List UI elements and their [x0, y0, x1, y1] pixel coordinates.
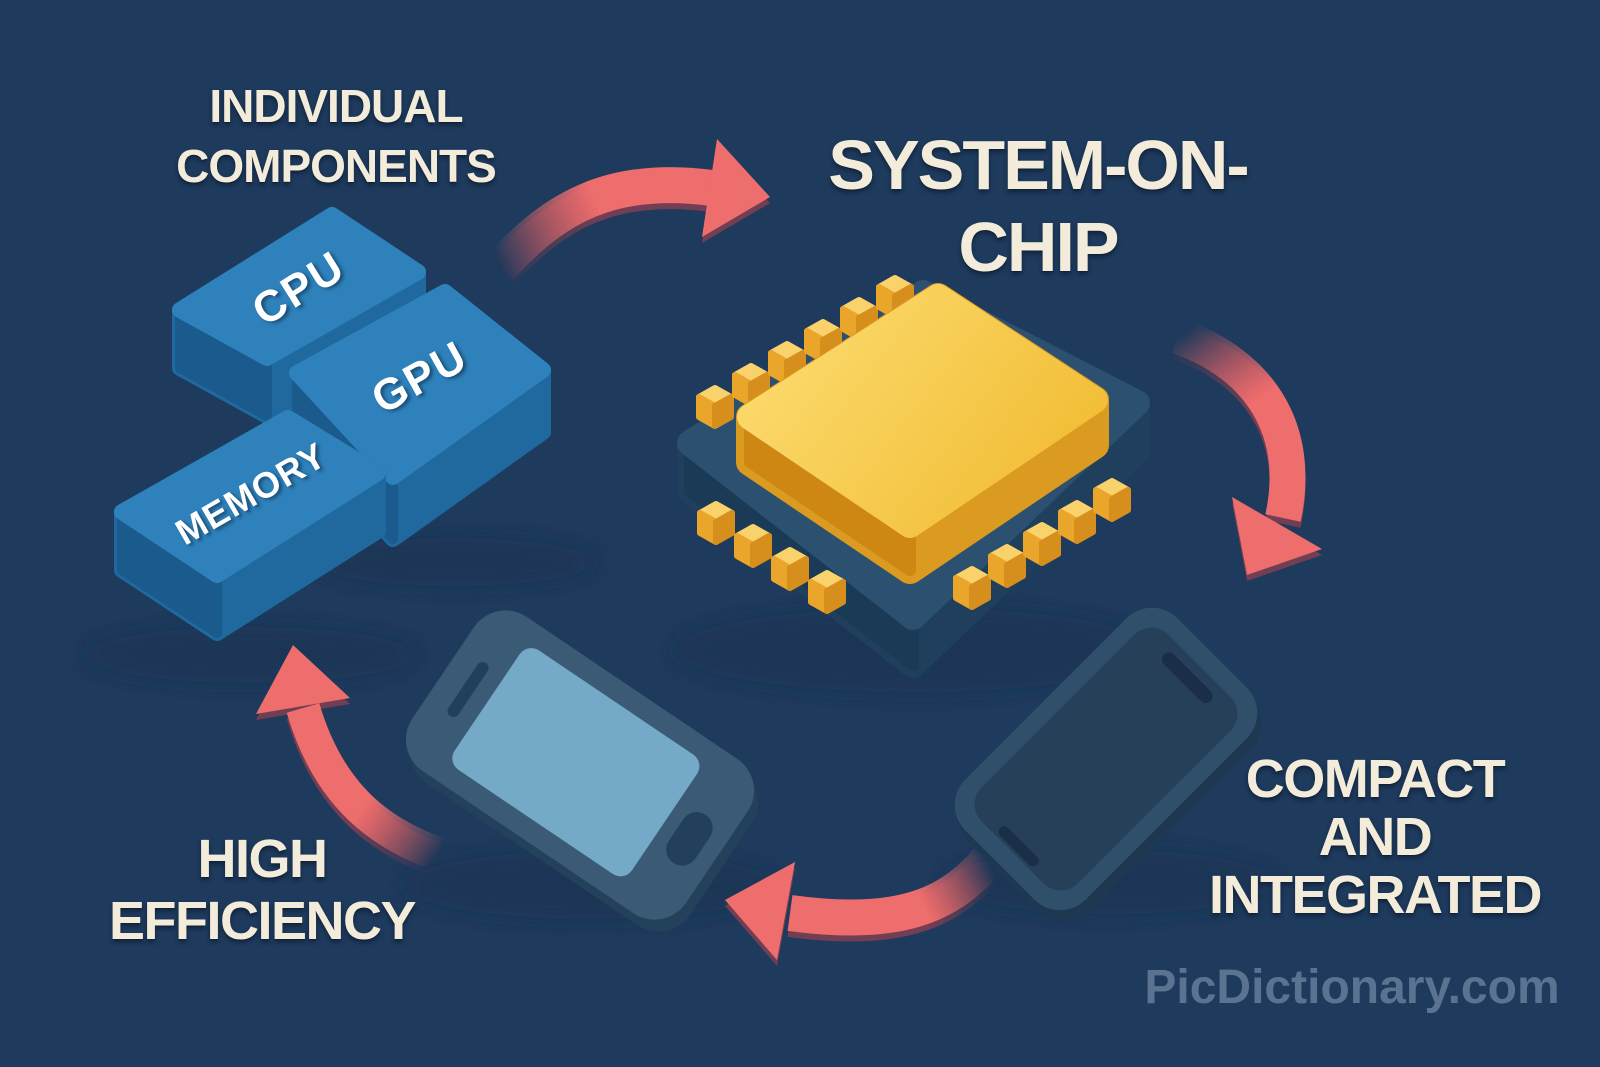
system-on-chip-label: SYSTEM-ON- CHIP	[828, 124, 1249, 288]
smartphone-dark-icon	[954, 607, 1262, 923]
label-line: SYSTEM-ON-	[828, 126, 1249, 204]
dark-phone-notch-icon	[1161, 652, 1213, 704]
chip-die-top-face	[737, 284, 1108, 538]
high-efficiency-label: HIGH EFFICIENCY	[108, 828, 417, 952]
gpu-block-top-face	[289, 284, 551, 485]
arrow-phone-to-phone-icon	[725, 848, 1002, 960]
label-line: HIGH	[197, 829, 329, 889]
memory-block-top-face	[114, 410, 386, 583]
label-line: CHIP	[958, 208, 1119, 286]
individual-components-label: INDIVIDUAL COMPONENTS	[176, 76, 497, 196]
cpu-block	[172, 207, 426, 424]
watermark: PicDictionary.com	[1144, 961, 1560, 1014]
dark-phone-port-icon	[998, 826, 1039, 867]
arrow-phone-to-efficiency-icon	[256, 645, 444, 871]
phone-home-button-icon	[666, 812, 713, 866]
phone-screen	[452, 648, 700, 877]
cpu-block-top-face	[172, 207, 426, 366]
label-line: COMPONENTS	[176, 140, 497, 192]
label-line: INDIVIDUAL	[209, 80, 463, 132]
label-line: INTEGRATED	[1209, 865, 1543, 925]
dark-phone-screen	[974, 627, 1238, 891]
memory-block	[114, 410, 386, 641]
label-line: EFFICIENCY	[108, 891, 417, 951]
phone-speaker-slot-icon	[447, 661, 489, 718]
soc-chip-icon	[677, 278, 1150, 678]
smartphone-screen-icon	[405, 610, 759, 932]
label-line: COMPACT	[1245, 749, 1506, 809]
label-line: AND	[1318, 807, 1433, 867]
arrow-soc-to-phone-icon	[1171, 319, 1322, 575]
compact-integrated-label: COMPACT AND INTEGRATED	[1209, 749, 1543, 925]
arrow-components-to-soc-icon	[486, 139, 770, 280]
